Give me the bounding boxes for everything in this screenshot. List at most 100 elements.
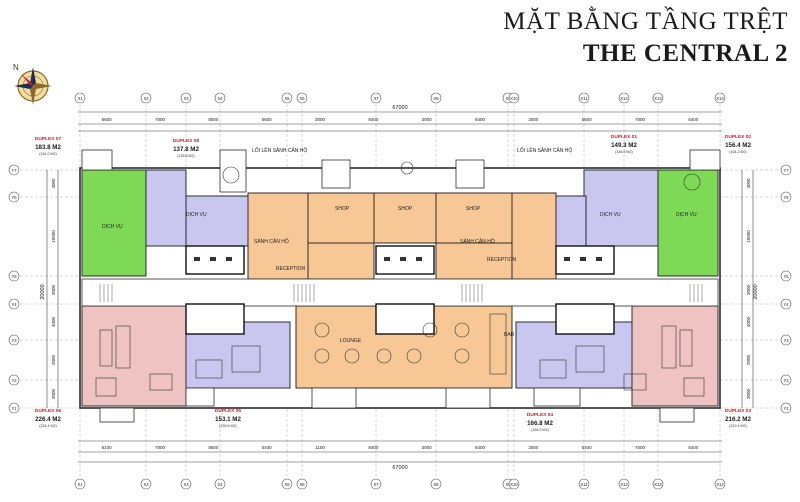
dim-row-label: 4000: [51, 178, 56, 189]
grid-bubble-y: [780, 402, 792, 414]
duplex-area: 166.8 M2: [527, 420, 553, 427]
grid-label-x: X12: [620, 96, 628, 101]
grid-bubble-x: [370, 478, 382, 490]
grid-label-x: X14: [716, 482, 724, 487]
grid-label-x: X2: [143, 482, 149, 487]
grid-label-x: X7: [373, 482, 379, 487]
grid-label-y: Y2: [11, 378, 17, 383]
grid-label-x: X10: [510, 482, 518, 487]
grid-bubble-x: [508, 478, 520, 490]
dim-row-label: 10000: [51, 230, 56, 243]
dim-row-label: 4000: [746, 178, 751, 189]
entrances: [81, 149, 721, 423]
grid-bubble-x: [180, 92, 192, 104]
grid-bubble-x: [508, 92, 520, 104]
dim-right-side: 20000: [753, 284, 759, 299]
dim-left-side: 20000: [40, 284, 46, 299]
room-bar: BAR: [504, 332, 515, 338]
room-entry-2: LỐI LÊN SẢNH CĂN HỘ: [517, 146, 572, 154]
dim-row-label: 2000: [746, 354, 751, 365]
grid-label-y: Y6: [11, 195, 17, 200]
grid-bubble-x: [618, 478, 630, 490]
zone-shop-3: [435, 192, 513, 244]
grid-label-y: Y2: [783, 378, 789, 383]
duplex-name: DUPLEX 07: [35, 136, 61, 142]
grid-bubble-x: [180, 478, 192, 490]
grid-label-y: Y5: [783, 274, 789, 279]
room-shop-3: SHOP: [466, 206, 481, 212]
dim-span-label: 8400: [368, 117, 379, 122]
room-lounge: LOUNGE: [340, 338, 362, 344]
dim-row-label: 4000: [746, 316, 751, 327]
grid-label-y: Y6: [783, 195, 789, 200]
grid-label-x: X4: [217, 482, 223, 487]
room-reception-1: RECEPTION: [276, 266, 306, 272]
grid-bubble-y: [8, 270, 20, 282]
grid-label-x: X3: [183, 96, 189, 101]
grid-label-y: Y3: [11, 338, 17, 343]
duplex-name: DUPLEX 01: [611, 134, 637, 140]
furniture: [95, 161, 705, 397]
zone-sanh-left: [247, 192, 309, 280]
zone-top-mid2: [435, 242, 513, 280]
grid-label-x: X6: [299, 96, 305, 101]
duplex-area: 183.8 M2: [35, 144, 61, 151]
grid-label-y: Y1: [783, 406, 789, 411]
grid-bubble-y: [8, 164, 20, 176]
dim-span-label: 8400: [368, 445, 379, 450]
grid-label-x: X5: [284, 482, 290, 487]
grid-bubble-y: [8, 191, 20, 203]
grid-bubble-x: [214, 92, 226, 104]
grid-bubble-x: [296, 92, 308, 104]
zone-lavender-right: [583, 169, 659, 247]
duplex-name: DUPLEX 05: [215, 408, 241, 414]
page-title-line2: THE CENTRAL 2: [582, 40, 788, 67]
zone-shop-2: [373, 192, 437, 244]
grid-label-x: X4: [217, 96, 223, 101]
zone-dich-vu-right: [657, 169, 719, 277]
grid-label-y: Y3: [783, 338, 789, 343]
grid-bubble-y: [780, 334, 792, 346]
dimension-lines: [46, 111, 754, 463]
dim-span-label: 7800: [155, 117, 166, 122]
dim-span-label: 5600: [262, 117, 273, 122]
zone-lavender-left-b: [185, 195, 249, 247]
dim-span-label: 3000: [528, 117, 539, 122]
grid-label-x: X6: [299, 482, 305, 487]
room-dich-vu-1: DỊCH VỤ: [102, 224, 123, 230]
grid-label-x: X2: [143, 96, 149, 101]
room-dich-vu-2: DỊCH VỤ: [186, 212, 207, 218]
grid-label-y: Y7: [783, 168, 789, 173]
duplex-sub-area: (135.8 M2): [177, 154, 194, 158]
duplex-sub-area: (181.0 M2): [39, 152, 56, 156]
zone-pink-left: [81, 305, 187, 407]
duplex-sub-area: (150.8 M2): [219, 424, 236, 428]
grid-bubble-y: [780, 164, 792, 176]
zone-shop-1: [307, 192, 375, 244]
grid-bubble-x: [652, 478, 664, 490]
grid-bubble-x: [281, 478, 293, 490]
duplex-area: 153.1 M2: [215, 416, 241, 423]
grid-label-x: X8: [433, 96, 439, 101]
room-sanh-1: SẢNH CĂN HỘ: [254, 238, 289, 245]
duplex-sub-area: (213.4 M2): [729, 424, 746, 428]
grid-bubble-x: [430, 478, 442, 490]
grid-bubble-x: [578, 478, 590, 490]
dim-span-label: 7800: [635, 117, 646, 122]
grid-bubble-x: [714, 478, 726, 490]
room-reception-2: RECEPTION: [487, 257, 517, 263]
room-labels: DỊCH VỤ DỊCH VỤ DỊCH VỤ DỊCH VỤ SHOP SHO…: [102, 146, 697, 344]
dim-span-label: 8000: [208, 117, 219, 122]
dim-row-label: 2000: [51, 354, 56, 365]
grid-label-x: X12: [620, 482, 628, 487]
grid-bubble-x: [618, 92, 630, 104]
grid-label-x: X1: [77, 96, 83, 101]
room-shop-1: SHOP: [335, 206, 350, 212]
grid-bubble-y: [780, 298, 792, 310]
grid-bubble-y: [8, 374, 20, 386]
dim-span-label: 5400: [262, 445, 273, 450]
grid-bubble-x: [214, 478, 226, 490]
